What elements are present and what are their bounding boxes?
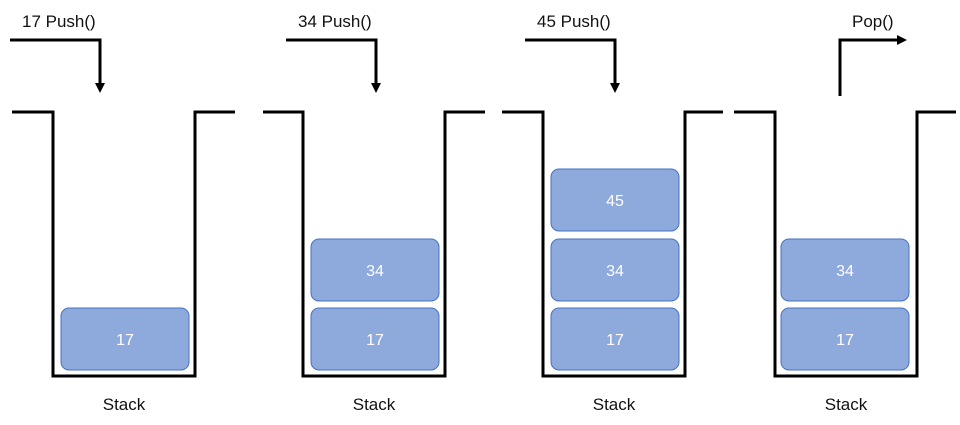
stack-container bbox=[12, 110, 235, 378]
operation-label: 45 Push() bbox=[537, 12, 611, 31]
stack-item: 17 bbox=[780, 307, 910, 371]
push-arrow bbox=[10, 38, 105, 93]
stack-item-label: 17 bbox=[606, 332, 624, 349]
stack-item: 34 bbox=[310, 238, 440, 302]
push-arrow bbox=[525, 38, 620, 93]
operation-label: Pop() bbox=[852, 12, 894, 31]
stack-panel-2: 34 Push() 17 34 Stack bbox=[263, 12, 485, 414]
stack-container bbox=[734, 110, 956, 378]
stack-container bbox=[263, 110, 485, 378]
stack-caption: Stack bbox=[825, 395, 868, 414]
operation-label: 34 Push() bbox=[298, 12, 372, 31]
stack-item-label: 17 bbox=[836, 332, 854, 349]
stack-caption: Stack bbox=[103, 395, 146, 414]
stack-item: 45 bbox=[550, 168, 680, 232]
operation-label: 17 Push() bbox=[22, 12, 96, 31]
stack-container bbox=[502, 110, 723, 378]
stack-panel-4: Pop() 17 34 Stack bbox=[734, 12, 956, 414]
stack-item: 17 bbox=[60, 307, 190, 371]
stack-item-label: 34 bbox=[606, 263, 624, 280]
stack-item: 34 bbox=[550, 238, 680, 302]
push-arrow bbox=[286, 38, 381, 93]
stack-item: 34 bbox=[780, 238, 910, 302]
stack-item: 17 bbox=[550, 307, 680, 371]
stack-caption: Stack bbox=[593, 395, 636, 414]
stack-item-label: 17 bbox=[116, 332, 134, 349]
stack-item-label: 34 bbox=[366, 263, 384, 280]
stack-panel-1: 17 Push() 17 Stack bbox=[10, 12, 235, 414]
stack-item: 17 bbox=[310, 307, 440, 371]
stack-item-label: 45 bbox=[606, 193, 624, 210]
pop-arrow bbox=[838, 35, 907, 96]
stack-item-label: 34 bbox=[836, 263, 854, 280]
stack-caption: Stack bbox=[353, 395, 396, 414]
stack-panel-3: 45 Push() 17 34 45 Stack bbox=[502, 12, 723, 414]
stack-item-label: 17 bbox=[366, 332, 384, 349]
